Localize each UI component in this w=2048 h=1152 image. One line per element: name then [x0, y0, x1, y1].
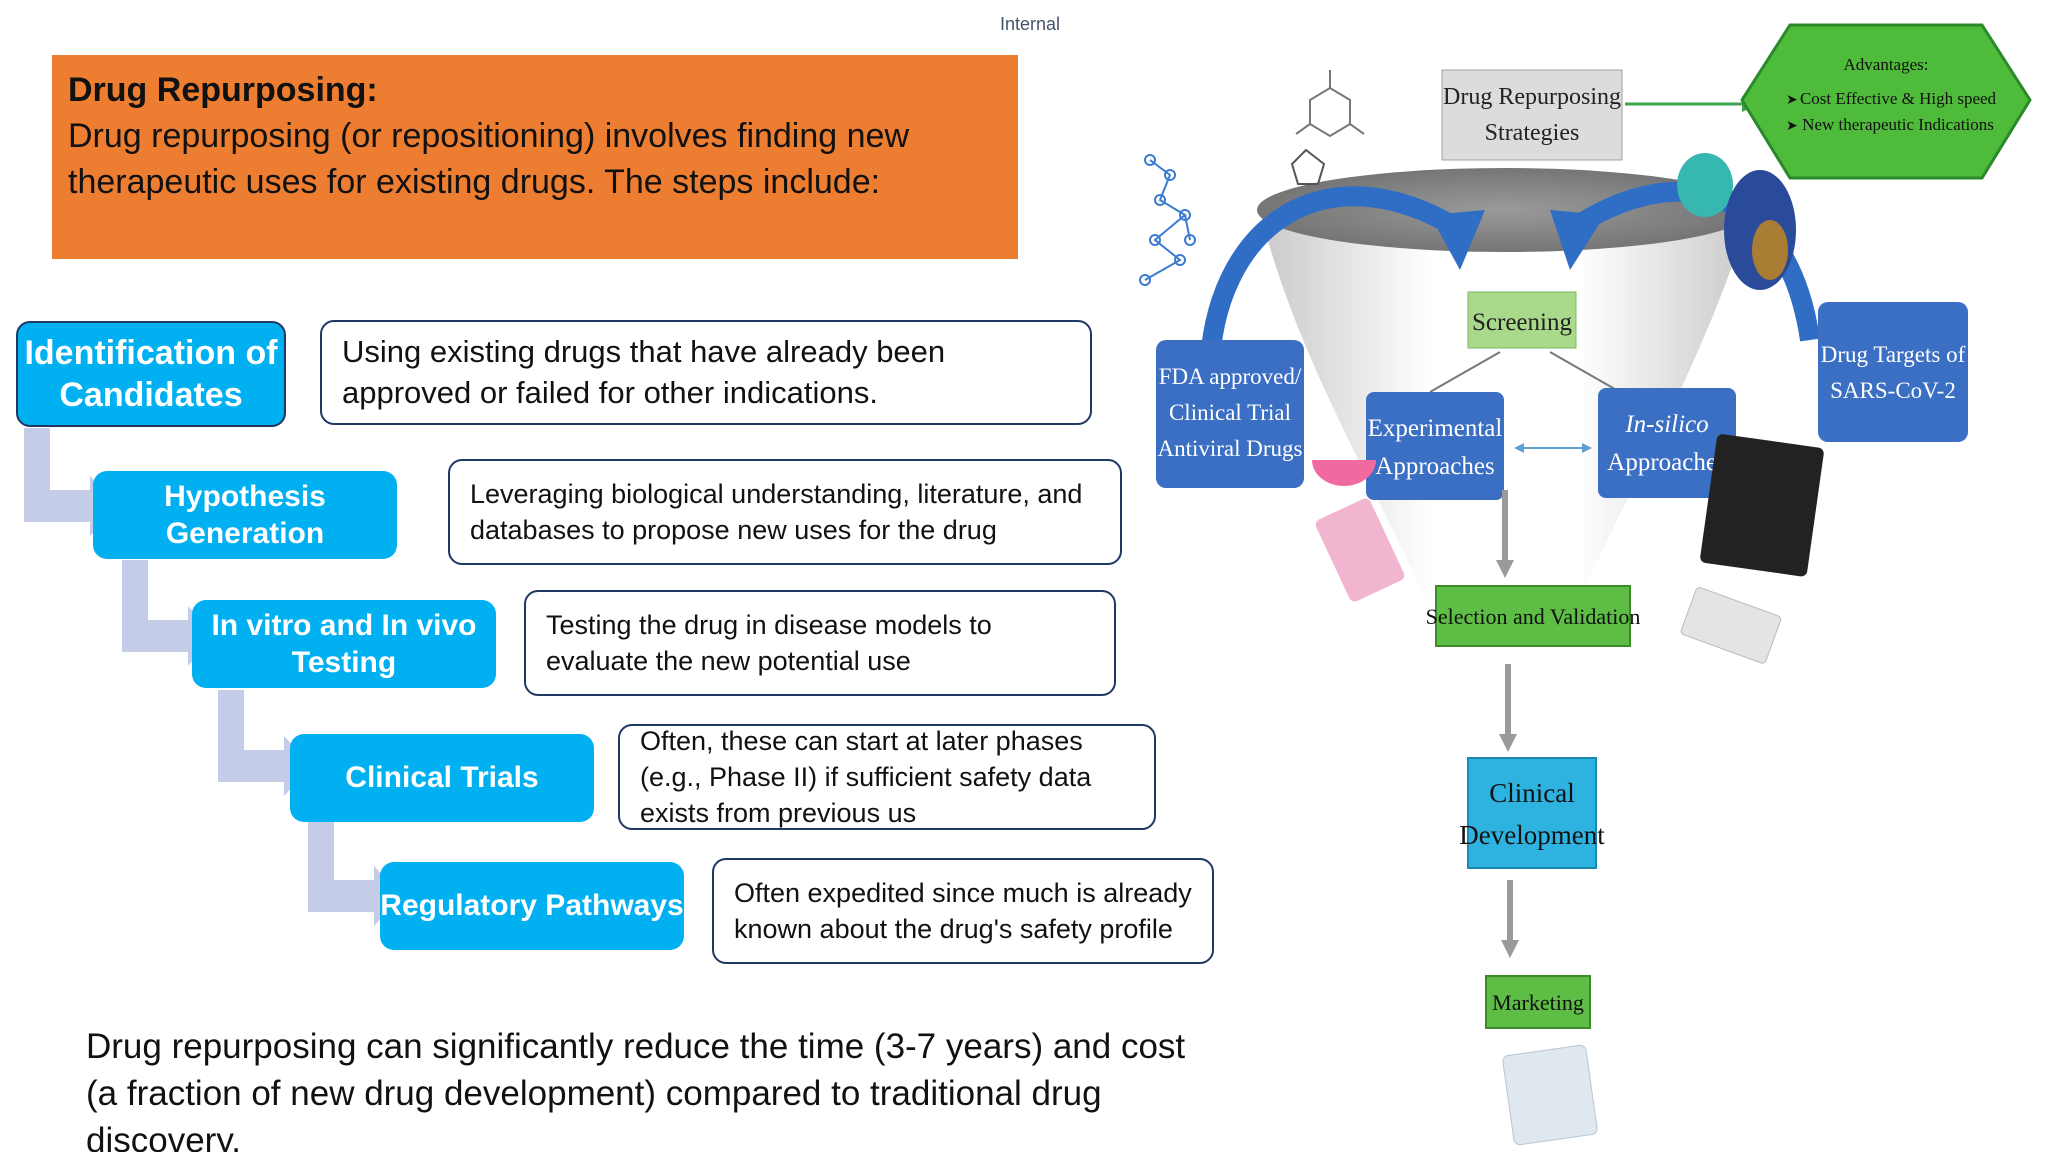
marketing-box — [1485, 975, 1591, 1029]
classification-label: Internal — [1000, 14, 1061, 34]
strategies-box — [1441, 69, 1623, 161]
fda-line-2: Clinical Trial — [1169, 400, 1291, 425]
step-in-vitro-in-vivo-testing: In vitro and In vivo Testing — [192, 600, 496, 688]
experimental-line-1: Experimental — [1368, 415, 1503, 442]
petri-dish-icon — [1312, 460, 1376, 486]
monitor-icon — [1700, 434, 1824, 577]
insilico-box — [1598, 388, 1736, 498]
well-plate-icon — [1315, 498, 1405, 602]
conclusion-text: Drug repurposing can significantly reduc… — [86, 1027, 1186, 1152]
advantage-item-1: Cost Effective & High speed — [1800, 89, 1997, 108]
header-title: Drug Repurposing: — [68, 71, 378, 109]
protein-icon — [1677, 153, 1796, 290]
header-body: Drug repurposing (or repositioning) invo… — [68, 117, 910, 201]
step-identification-of-candidates: Identification of Candidates — [16, 321, 286, 427]
step-description-clinical-trials: Often, these can start at later phases (… — [618, 724, 1156, 830]
screening-box — [1467, 291, 1577, 349]
experimental-line-2: Approaches — [1375, 453, 1494, 480]
experimental-box — [1366, 392, 1504, 500]
step-regulatory-pathways: Regulatory Pathways — [380, 862, 684, 950]
insilico-line-2: Approaches — [1607, 449, 1726, 476]
marketing-label: Marketing — [1492, 990, 1584, 1015]
targets-line-1: Drug Targets of — [1821, 342, 1966, 367]
targets-box — [1818, 302, 1968, 442]
step-description-hypothesis: Leveraging biological understanding, lit… — [448, 459, 1122, 565]
molecule-icon — [1139, 154, 1196, 286]
funnel-diagram: Drug Repurposing Strategies Advantages: … — [1139, 23, 2032, 1146]
selection-label: Selection and Validation — [1426, 604, 1641, 629]
insilico-line-1: In-silico — [1624, 411, 1708, 438]
keyboard-icon — [1680, 587, 1782, 664]
strategies-line-1: Drug Repurposing — [1443, 84, 1621, 110]
fda-box — [1156, 340, 1304, 488]
step-description-regulatory: Often expedited since much is already kn… — [712, 858, 1214, 964]
clinical-line-2: Development — [1459, 820, 1605, 850]
header-box: Drug Repurposing: Drug repurposing (or r… — [52, 55, 1018, 259]
pills-icon — [1502, 1044, 1598, 1146]
svg-text:➤: ➤ — [1786, 119, 1798, 134]
clinical-development-box — [1467, 757, 1597, 869]
advantage-item-2: New therapeutic Indications — [1802, 115, 1994, 134]
targets-line-2: SARS-CoV-2 — [1830, 378, 1956, 403]
advantages-hexagon — [1740, 23, 2032, 180]
selection-box — [1435, 585, 1631, 647]
step-description-identification: Using existing drugs that have already b… — [320, 320, 1092, 425]
strategies-line-2: Strategies — [1485, 120, 1580, 146]
step-description-testing: Testing the drug in disease models to ev… — [524, 590, 1116, 696]
fda-line-1: FDA approved/ — [1159, 364, 1302, 389]
svg-text:➤: ➤ — [1786, 93, 1798, 108]
step-hypothesis-generation: Hypothesis Generation — [93, 471, 397, 559]
screening-label: Screening — [1472, 309, 1572, 336]
fda-line-3: Antiviral Drugs — [1157, 436, 1302, 461]
flow-arrows — [1496, 490, 1519, 958]
clinical-line-1: Clinical — [1489, 778, 1574, 808]
structure-icon — [1290, 70, 1365, 185]
step-clinical-trials: Clinical Trials — [290, 734, 594, 822]
advantages-title: Advantages: — [1844, 55, 1929, 74]
